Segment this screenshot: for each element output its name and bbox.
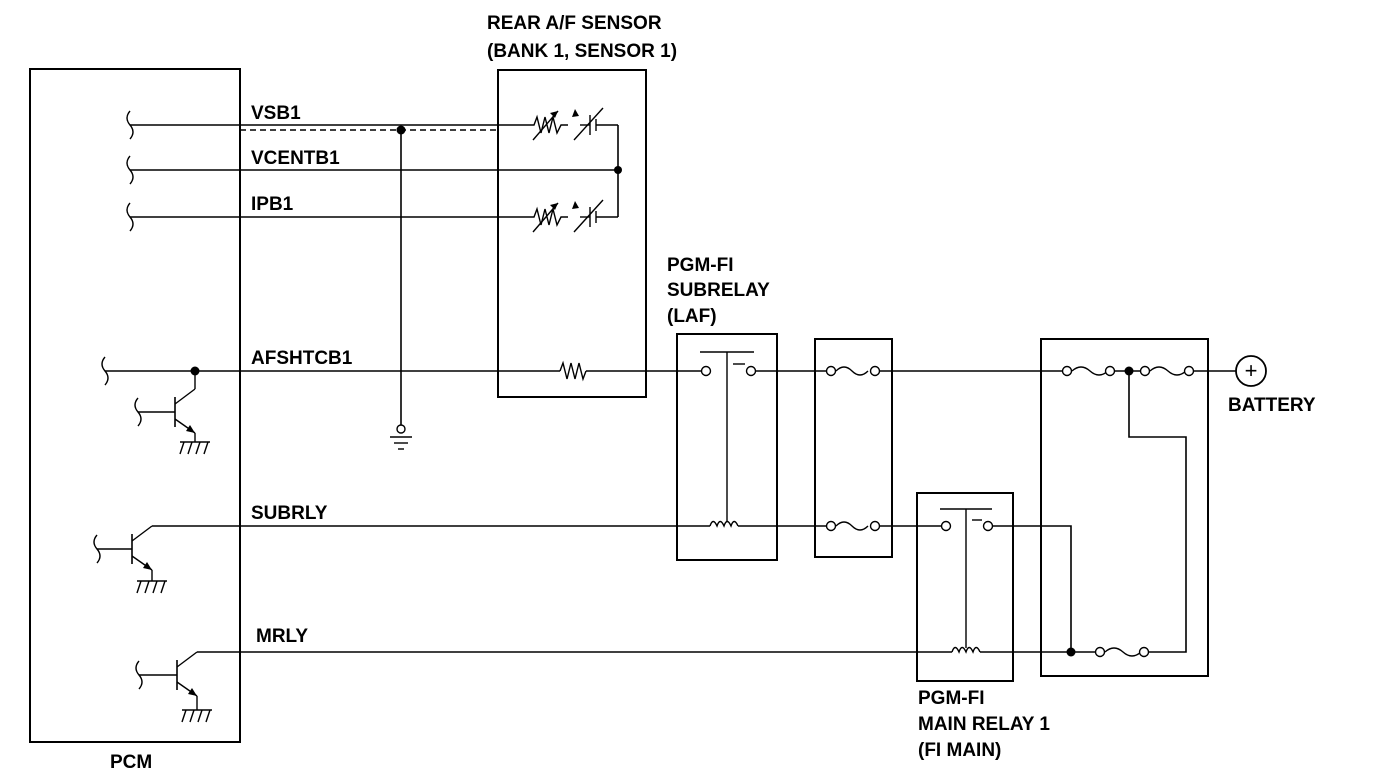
battery-plus-symbol: + [1245, 358, 1258, 383]
main-relay-label-line3: (FI MAIN) [918, 740, 1001, 761]
relay-switch-icon [700, 351, 757, 522]
rear-af-sensor: REAR A/F SENSOR (BANK 1, SENSOR 1) [487, 13, 677, 398]
cell-icon [572, 199, 618, 233]
sensor-wires: VSB1 VCENTB1 IPB1 [126, 103, 618, 450]
pcm-box [29, 68, 241, 743]
battery: + BATTERY [1228, 355, 1316, 416]
wire-label-subrly: SUBRLY [251, 503, 328, 524]
wire-label-afshtcb1: AFSHTCB1 [251, 348, 353, 369]
wire-label-mrly: MRLY [256, 626, 308, 647]
fuse-box [814, 338, 893, 558]
fuse-box [1040, 338, 1209, 677]
wire-label-vsb1: VSB1 [251, 103, 301, 124]
ground-icon [179, 441, 210, 455]
pcm-label: PCM [110, 752, 152, 773]
heater-resistor-icon [559, 360, 587, 382]
mrly-circuit: MRLY [135, 626, 1071, 723]
pgm-fi-subrelay: PGM-FI SUBRELAY (LAF) [667, 255, 778, 561]
fuse-icon [825, 365, 881, 377]
main-relay-label-line1: PGM-FI [918, 688, 985, 709]
variable-resistor-icon [527, 202, 568, 233]
fuse-icon [825, 520, 881, 532]
subrelay-label-line2: SUBRELAY [667, 280, 770, 301]
transistor-icon [134, 371, 196, 442]
main-relay-box [916, 492, 1014, 682]
subrly-circuit: SUBRLY [93, 503, 710, 594]
main-relay-label-line2: MAIN RELAY 1 [918, 714, 1050, 735]
wire-label-ipb1: IPB1 [251, 194, 294, 215]
battery-label: BATTERY [1228, 395, 1316, 416]
afshtcb1-circuit: AFSHTCB1 [101, 348, 706, 455]
pgm-fi-main-relay: PGM-FI MAIN RELAY 1 (FI MAIN) [916, 492, 1050, 761]
power-wires [738, 370, 1236, 657]
relay-switch-icon [940, 508, 994, 648]
ground-icon [390, 436, 412, 450]
fuse-icon [1139, 365, 1195, 377]
cell-icon [572, 107, 618, 141]
sensor-title-line1: REAR A/F SENSOR [487, 13, 662, 34]
battery-terminal-icon [1235, 355, 1267, 387]
fuse-icon [1094, 646, 1150, 658]
sensor-box [497, 69, 647, 398]
ground-icon [136, 580, 167, 594]
subrelay-label-line3: (LAF) [667, 306, 717, 327]
fuse-box-2 [1040, 338, 1209, 677]
variable-resistor-icon [527, 110, 568, 141]
transistor-icon [135, 651, 198, 710]
sensor-title-line2: (BANK 1, SENSOR 1) [487, 41, 677, 62]
pcm-module: PCM [29, 68, 241, 773]
transistor-icon [93, 525, 153, 581]
fuse-box-1 [814, 338, 893, 558]
subrelay-box [676, 333, 778, 561]
relay-coil-icon [709, 520, 739, 528]
wire-label-vcentb1: VCENTB1 [251, 148, 340, 169]
relay-coil-icon [951, 646, 981, 654]
fuse-icon [1061, 365, 1116, 377]
ground-icon [181, 709, 212, 723]
subrelay-label-line1: PGM-FI [667, 255, 734, 276]
